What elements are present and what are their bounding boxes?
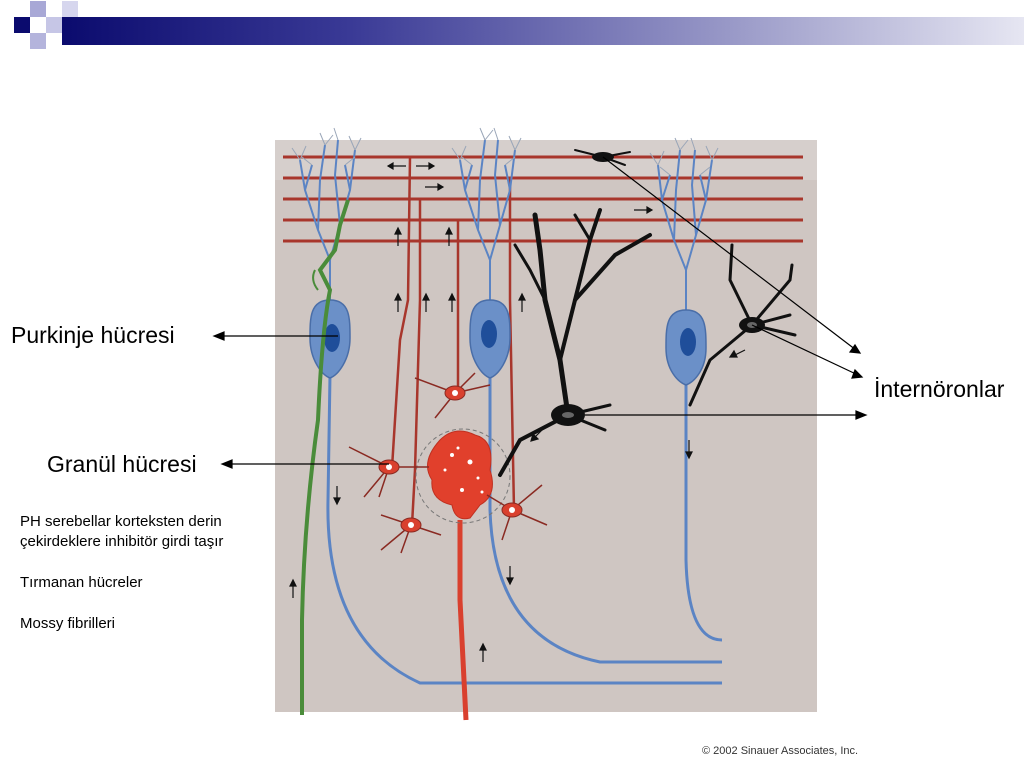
granule-cells xyxy=(348,372,548,554)
parallel-fibers xyxy=(283,155,803,243)
note-line-2: çekirdeklere inhibitör girdi taşır xyxy=(20,533,224,550)
purkinje-cell-label: Purkinje hücresi xyxy=(11,322,175,348)
header-gradient-bar xyxy=(62,17,1024,45)
direction-arrows xyxy=(289,161,746,662)
header-square-light xyxy=(46,17,62,33)
granule-axons xyxy=(390,156,516,526)
mossy-fiber xyxy=(457,520,469,721)
interneurons xyxy=(498,149,797,477)
climbing-fiber xyxy=(300,199,350,715)
header-square-dark xyxy=(14,17,30,33)
header-square-light xyxy=(62,1,78,17)
header-square-light xyxy=(30,33,46,49)
purkinje-axons xyxy=(326,374,723,685)
glomerulus-outline xyxy=(415,428,511,524)
granule-cell-label: Granül hücresi xyxy=(47,451,197,477)
note-line-1: PH serebellar korteksten derin xyxy=(20,513,222,530)
header-square-light xyxy=(30,1,46,17)
mossy-rosette xyxy=(427,430,493,520)
purkinje-dendrite-twigs xyxy=(291,127,719,176)
purkinje-dendrites xyxy=(299,139,713,320)
label-pointers xyxy=(212,156,868,469)
mossy-fibers-note: Mossy fibrilleri xyxy=(20,615,116,632)
climbing-fibers-note: Tırmanan hücreler xyxy=(20,574,143,591)
copyright-text: © 2002 Sinauer Associates, Inc. xyxy=(702,745,859,757)
interneurons-label: İnternöronlar xyxy=(874,376,1005,402)
